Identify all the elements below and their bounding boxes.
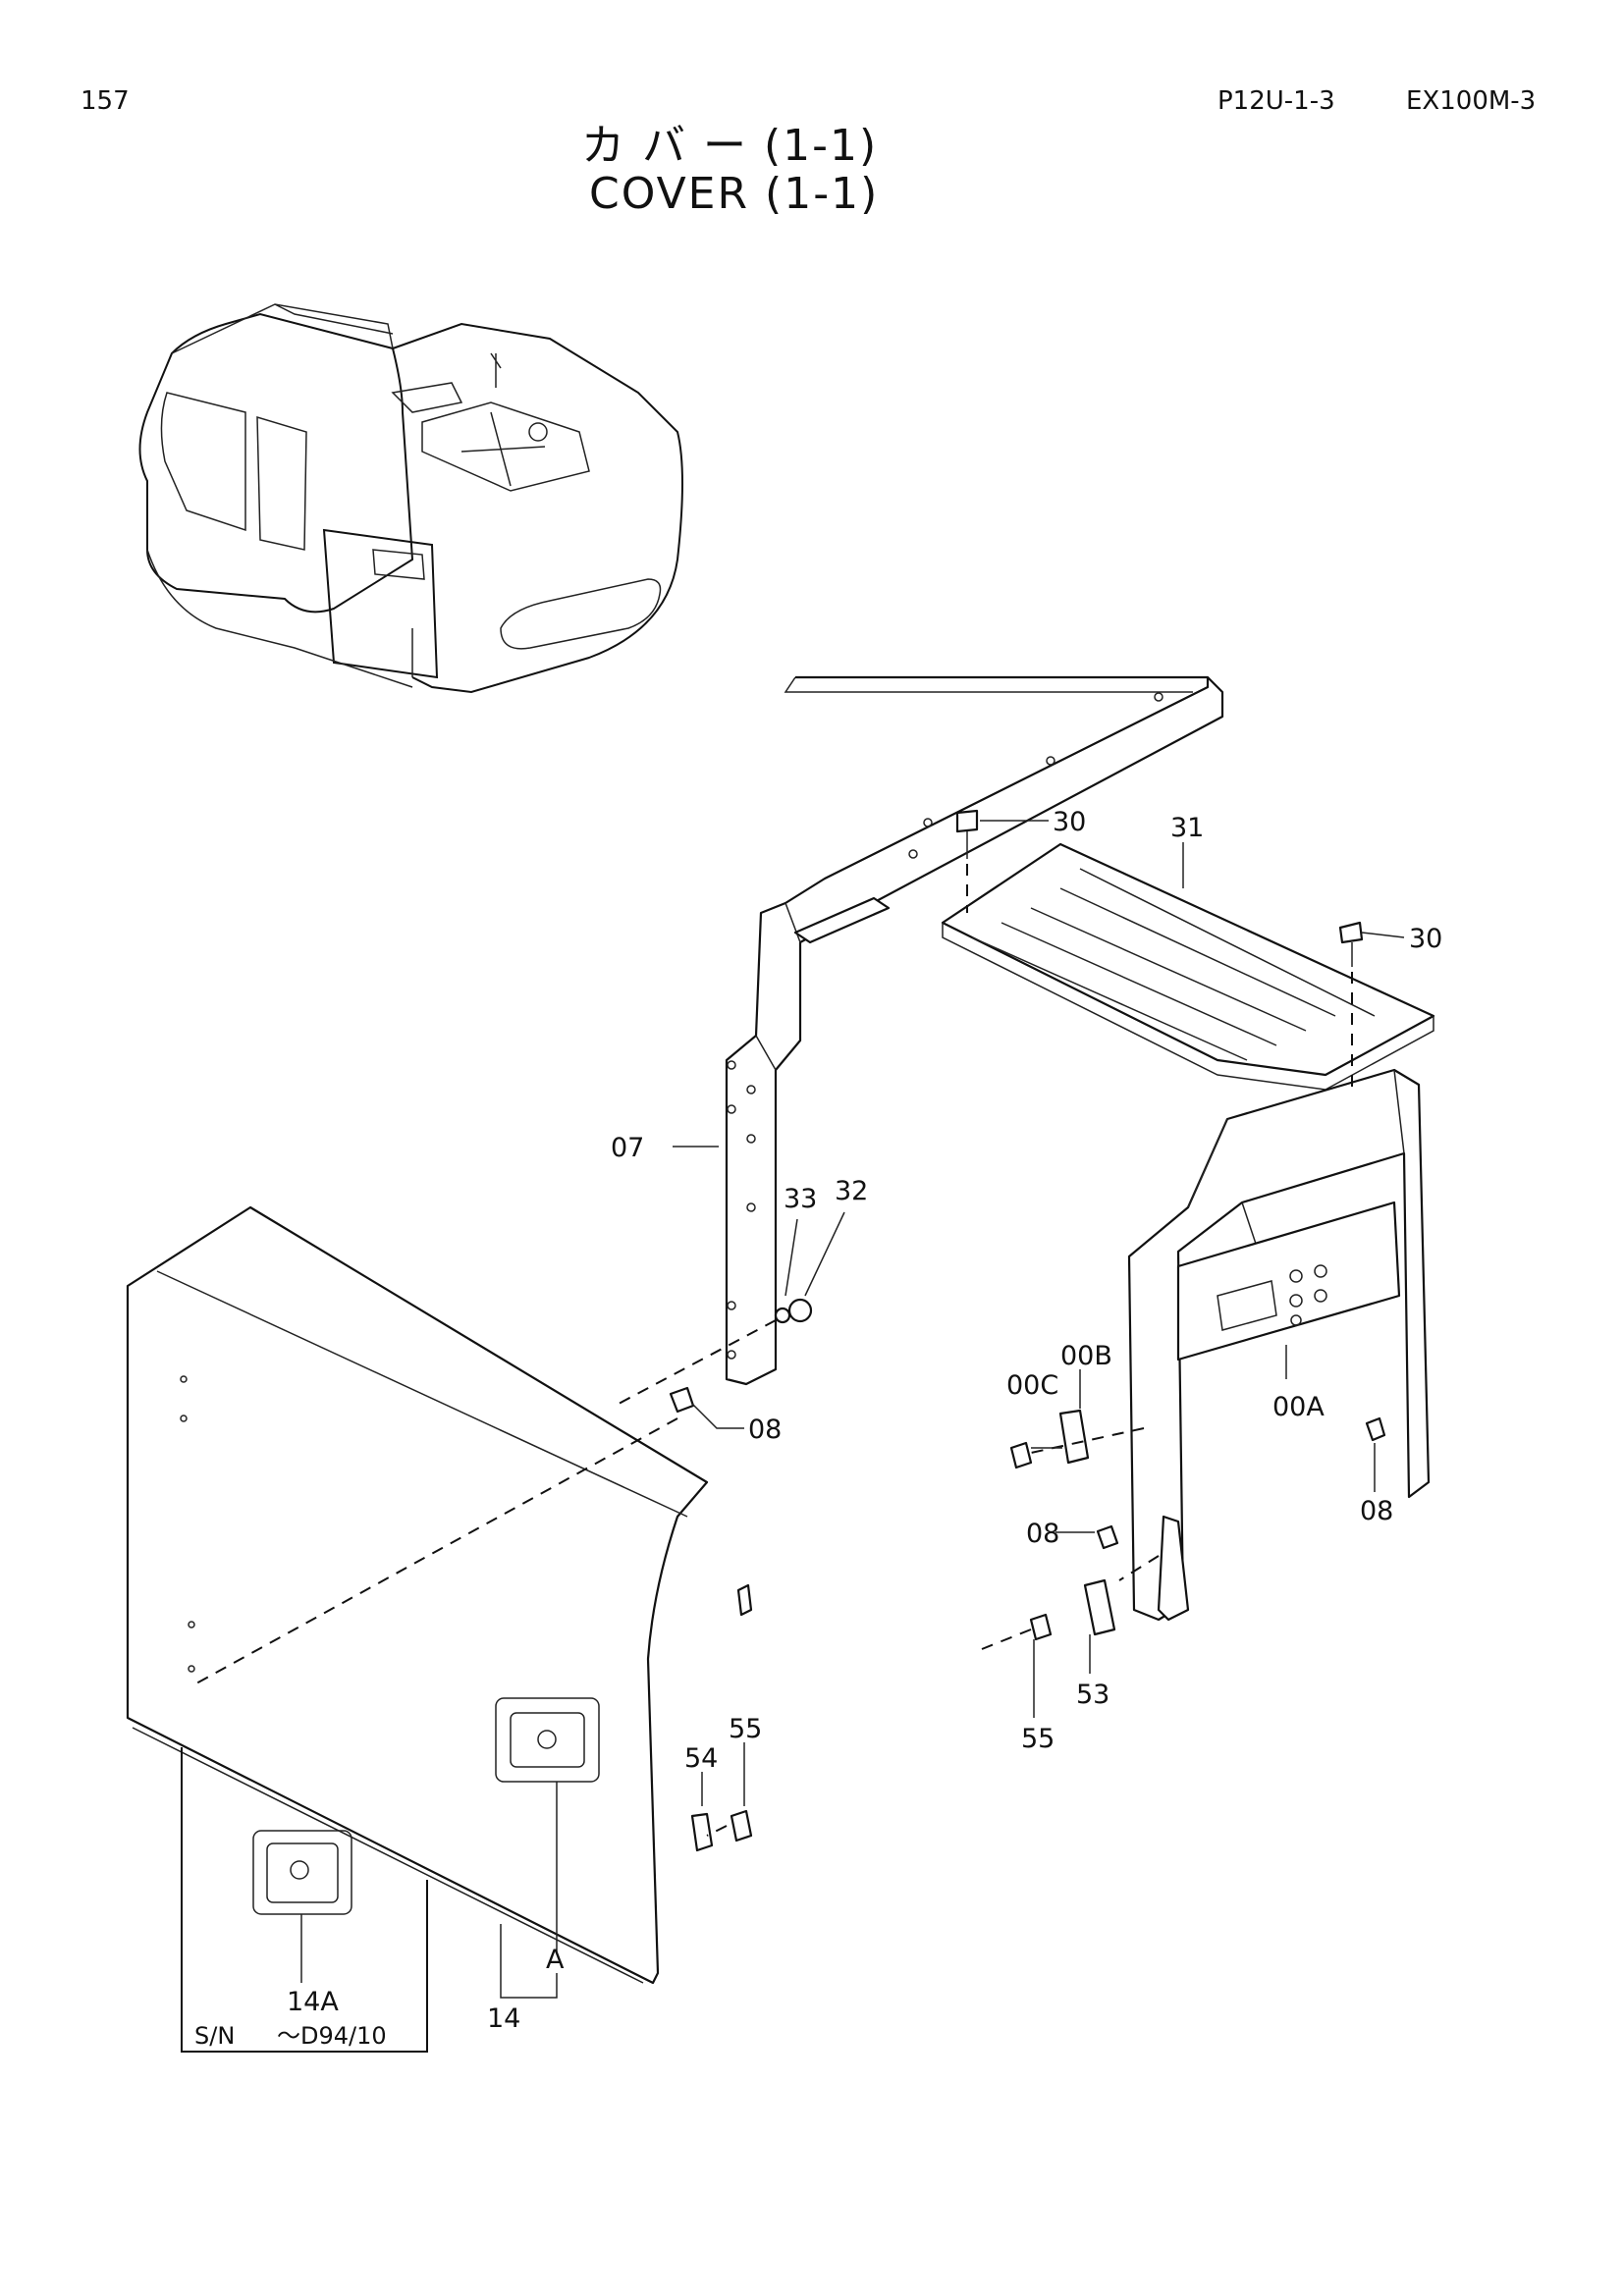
- callout-00A: 00A: [1272, 1392, 1325, 1422]
- figure-code: P12U-1-3: [1217, 86, 1335, 116]
- bracket-frame-00A: [1127, 1068, 1431, 1622]
- serial-variant-box: [181, 1747, 428, 2053]
- callout-55-right: 55: [1021, 1724, 1055, 1754]
- assembly-lines: [195, 864, 1353, 1837]
- callout-14A: 14A: [287, 1987, 339, 2017]
- callout-00C: 00C: [1006, 1370, 1058, 1401]
- callout-33: 33: [784, 1184, 817, 1214]
- callout-08-left: 08: [748, 1415, 782, 1445]
- grille-31: [941, 842, 1435, 1091]
- serial-range: ～D94/10: [277, 2022, 387, 2050]
- callout-54: 54: [684, 1743, 718, 1774]
- title-english: COVER (1-1): [589, 169, 880, 219]
- callout-08-middle: 08: [1026, 1519, 1059, 1549]
- callout-32: 32: [835, 1176, 868, 1206]
- callout-00B: 00B: [1060, 1341, 1112, 1371]
- callout-30-upper: 30: [1053, 807, 1086, 837]
- excavator-overview-illustration: [138, 303, 683, 694]
- callout-labels: 30 31 30 07 33 32 08 00B 00C 00A 08 08 5…: [194, 807, 1442, 2050]
- title-japanese: カ バ ー (1-1): [581, 121, 879, 171]
- fasteners: [669, 809, 1386, 1852]
- callout-30-right: 30: [1409, 924, 1442, 954]
- callout-31: 31: [1170, 813, 1204, 843]
- callout-55-left: 55: [729, 1714, 762, 1744]
- leader-lines: [300, 820, 1405, 1999]
- callout-08-right: 08: [1360, 1496, 1393, 1526]
- callout-A: A: [546, 1945, 565, 1975]
- cover-panel-14: [126, 1205, 709, 1985]
- serial-label: S/N: [194, 2022, 235, 2050]
- callout-07: 07: [611, 1133, 644, 1163]
- callout-53: 53: [1076, 1680, 1109, 1710]
- page-number: 157: [81, 86, 130, 116]
- callout-14: 14: [487, 2003, 520, 2034]
- model-name: EX100M-3: [1406, 86, 1537, 116]
